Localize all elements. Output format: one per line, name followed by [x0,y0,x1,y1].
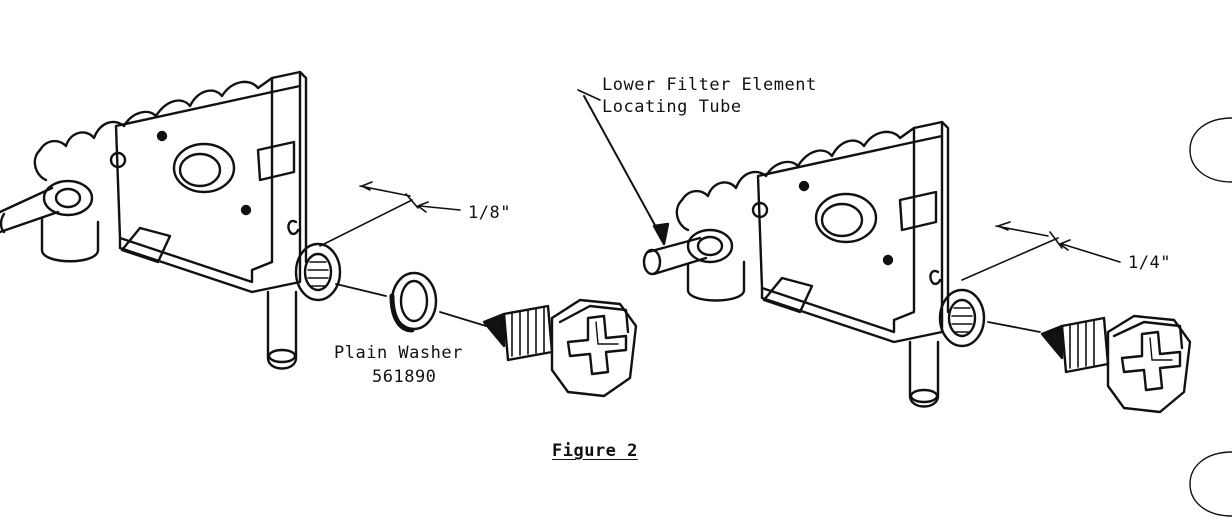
left-exploded-axis [335,283,387,297]
left-adjusting-screw [482,298,638,398]
binder-holes [1189,117,1232,517]
left-dimension-lines [319,181,461,247]
right-carburetor-body [642,120,986,408]
washer-part-number: 561890 [372,367,437,387]
tube-leader-arrow [577,89,670,246]
washer-name-label: Plain Washer [334,343,463,363]
right-down-tube [908,340,940,408]
right-adjusting-screw [1040,314,1192,414]
tube-label-line1: Lower Filter Element [602,75,817,95]
right-exploded-axis [987,321,1041,333]
binder-hole-top [1189,117,1232,183]
right-locating-tube [646,236,708,276]
right-throttle-bore [814,192,878,244]
right-dimension-label: 1/4" [1128,253,1171,273]
left-inlet-pipe [0,186,60,234]
plain-washer [389,271,438,333]
left-throttle-bore [172,142,236,194]
right-threaded-port [938,288,986,348]
figure-caption: Figure 2 [552,441,638,461]
binder-hole-bottom [1189,451,1232,517]
left-threaded-port [294,242,342,302]
left-down-tube [266,290,298,370]
left-carburetor-body [0,70,342,370]
tube-label-line2: Locating Tube [602,97,742,117]
left-dimension-label: 1/8" [468,203,511,223]
right-dimension-lines [961,221,1121,281]
